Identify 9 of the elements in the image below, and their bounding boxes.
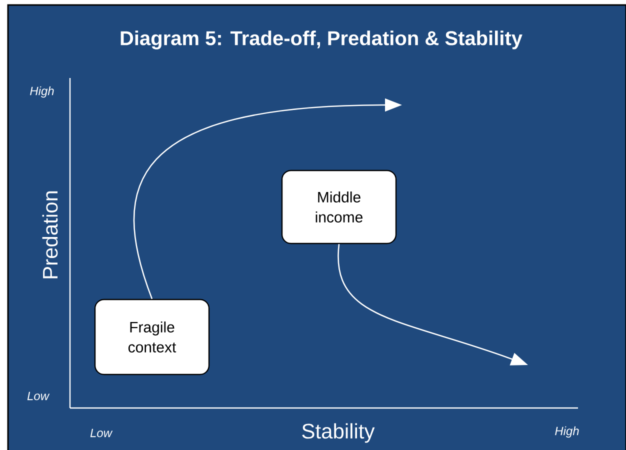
axis-label: Stability: [302, 423, 375, 443]
axis-label: High: [30, 86, 54, 98]
text-box: Middle income: [281, 170, 397, 244]
axis-label: Low: [90, 428, 113, 438]
axis-label: High: [555, 426, 579, 438]
title: Diagram 5: Trade-off, Predation & Stability: [120, 30, 522, 50]
text-box: Fragile context: [94, 298, 210, 376]
axis-label: Predation: [42, 191, 58, 278]
axis-label: Low: [27, 392, 50, 400]
